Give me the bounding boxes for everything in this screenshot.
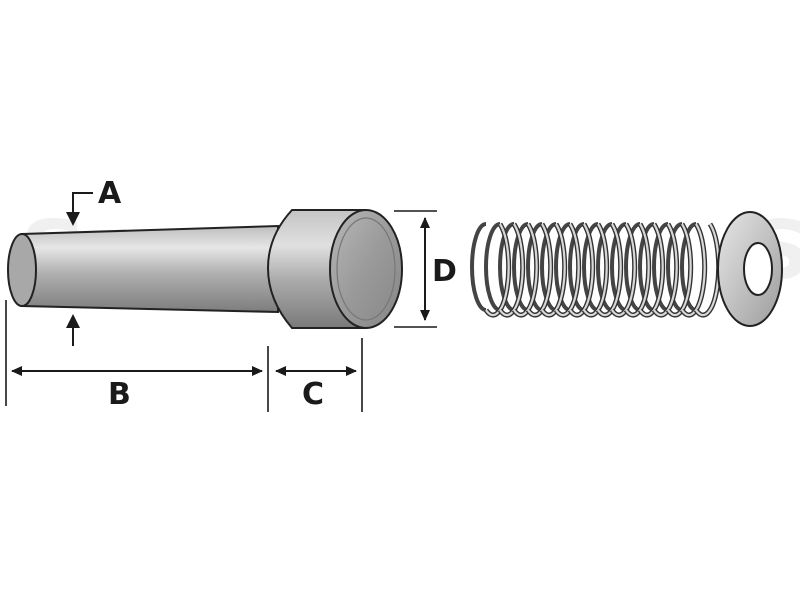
pin-shaft xyxy=(7,224,279,314)
spring-coil-front xyxy=(611,223,636,317)
spring-coil-front xyxy=(583,223,608,317)
spring-coil-back xyxy=(526,222,543,312)
spring-coil-back xyxy=(666,222,683,312)
spring-coil-back xyxy=(680,222,697,312)
spring-coil-front xyxy=(639,223,664,317)
pin-head xyxy=(266,209,403,329)
spring-coil-front xyxy=(625,223,650,317)
spring-coil-front xyxy=(569,223,594,317)
spring-coil-back xyxy=(540,222,557,312)
spring-coil-back xyxy=(610,222,627,312)
spring-coil-back xyxy=(498,222,515,312)
spring-coil-front xyxy=(527,223,552,317)
dimension-label-b: B xyxy=(108,377,131,412)
dimension-label-c: C xyxy=(302,377,324,412)
spring-coil-back xyxy=(582,222,599,312)
spring-coil-back xyxy=(638,222,655,312)
spring-coil-front xyxy=(597,223,622,317)
dimension-d: D xyxy=(394,210,457,328)
spring-coil-back xyxy=(554,222,571,312)
dimension-label-d: D xyxy=(432,254,457,289)
spring-coil-front xyxy=(681,223,706,317)
spring-coil-front xyxy=(555,223,580,317)
dimension-a: A xyxy=(66,176,122,346)
spring-coil-back xyxy=(568,222,585,312)
spring-coil-back xyxy=(624,222,641,312)
spring-coil-back xyxy=(596,222,613,312)
coil-spring xyxy=(470,222,722,318)
spring-coil-front xyxy=(667,223,692,317)
spring-coil-back xyxy=(512,222,529,312)
spring-coil-front xyxy=(695,223,720,317)
dimension-b: B xyxy=(5,300,269,412)
spring-coil-front xyxy=(653,223,678,317)
dimension-label-a: A xyxy=(98,176,122,211)
spring-coil-front xyxy=(541,223,566,317)
spring-coil-front xyxy=(485,223,510,317)
spring-coil-back xyxy=(484,222,501,312)
spring-coil-back xyxy=(652,222,669,312)
spring-coil-front xyxy=(499,223,524,317)
dimension-c: C xyxy=(275,338,363,412)
spring-coil-back xyxy=(470,222,487,312)
washer xyxy=(717,211,783,327)
spring-coil-front xyxy=(513,223,538,317)
